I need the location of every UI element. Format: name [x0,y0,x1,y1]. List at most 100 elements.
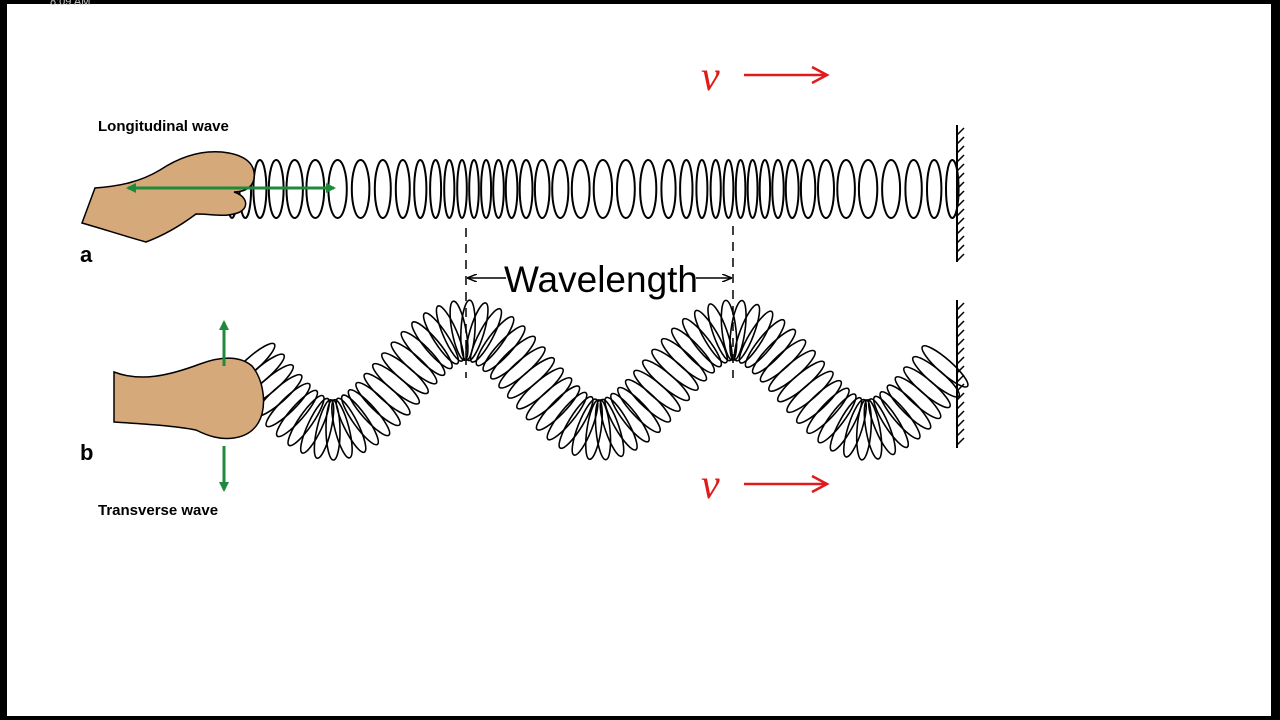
spring-coil [422,312,460,365]
wavelength-label: Wavelength [504,259,698,300]
timestamp: 8:09 AM [50,0,91,8]
spring-coil [340,394,380,446]
spring-coil [599,398,625,458]
transverse-wave-title: Transverse wave [98,502,219,519]
spring-coil [776,360,826,403]
spring-coil [786,370,834,414]
panel-a-letter: a [80,242,93,267]
spring-coil [857,159,879,219]
spring-coil [733,303,761,362]
hand-icon [81,150,255,243]
spring-coil [639,159,658,219]
spring-coil [817,393,857,444]
spring-coil [592,159,614,219]
spring-coil [469,307,503,363]
spring-coil [872,395,910,449]
spring-coil [347,389,391,437]
spring-coil [570,159,591,219]
spring-coil [465,302,489,362]
spring-coil [492,159,505,219]
spring-coil [881,159,902,219]
spring-coil [363,372,411,416]
spring-coil [610,392,650,443]
spring-coil [904,159,923,219]
spring-coil [744,318,786,369]
spring-coil [275,389,319,438]
velocity-indicator-top: v [701,54,830,100]
spring-coil [516,367,564,410]
spring-coil [679,159,694,219]
spring-coil [498,346,546,389]
spring-coil [660,159,677,219]
spring-coil [758,159,772,219]
spring-coil [475,315,515,367]
spring-coil [533,159,551,219]
spring-coil [817,159,835,219]
spring-coil [771,159,785,219]
spring-coil [604,396,638,451]
spring-coil [768,349,816,393]
spring-coil [617,386,661,434]
spring-coil [829,396,863,452]
spring-coil [331,398,353,459]
spring-coil [863,399,883,460]
spring-coil [746,159,759,219]
spring-coil [265,382,311,428]
velocity-indicator-bottom: v [701,462,830,508]
spring-coil [879,391,921,440]
spring-coil [373,159,392,219]
spring-coil [660,337,708,382]
wall-icon [956,125,965,448]
spring-coil [350,159,371,219]
spring-coil [729,299,747,361]
spring-coil [759,339,807,383]
spring-coil [400,330,446,377]
spring-coil [624,378,672,423]
spring-coil [681,317,723,368]
spring-coil [489,335,537,380]
spring-coil [903,366,951,409]
spring-coil [371,362,421,405]
spring-coil [894,375,942,420]
spring-coil [429,159,443,219]
spring-coil [456,159,468,219]
spring-coil [299,397,331,454]
spring-coil [695,159,709,219]
spring-coil [842,398,868,458]
spring-coil [945,159,960,219]
spring-coil [355,381,401,427]
spring-coil [413,159,428,219]
spring-coil [806,387,850,435]
spring-coil [435,305,465,362]
spring-coil [799,159,817,219]
spring-coil [836,159,856,219]
spring-coil [722,159,735,219]
spring-coil [784,159,800,219]
spring-coil [911,355,961,398]
longitudinal-wave-title: Longitudinal wave [98,118,229,135]
spring-coil [571,398,599,456]
spring-coil [504,159,519,219]
spring-coil [633,369,681,412]
spring-coil [468,159,480,219]
spring-coil [449,300,469,361]
spring-coil [551,159,570,219]
hand-icon [113,357,265,440]
spring-coil [313,398,335,460]
spring-coil [795,379,843,424]
spring-coil [525,376,573,421]
velocity-symbol: v [701,54,720,100]
spring-coil [480,159,493,219]
spring-coil [738,310,774,364]
spring-coil [709,159,722,219]
spring-coil [546,391,588,441]
spring-coil [411,321,453,370]
spring-coil [394,159,411,219]
spring-coil [482,325,526,373]
velocity-symbol: v [701,462,720,508]
spring-coil [380,352,430,395]
spring-coil [443,159,456,219]
spring-coil [921,345,969,388]
spring-coil [886,384,932,430]
spring-coil [594,399,612,461]
